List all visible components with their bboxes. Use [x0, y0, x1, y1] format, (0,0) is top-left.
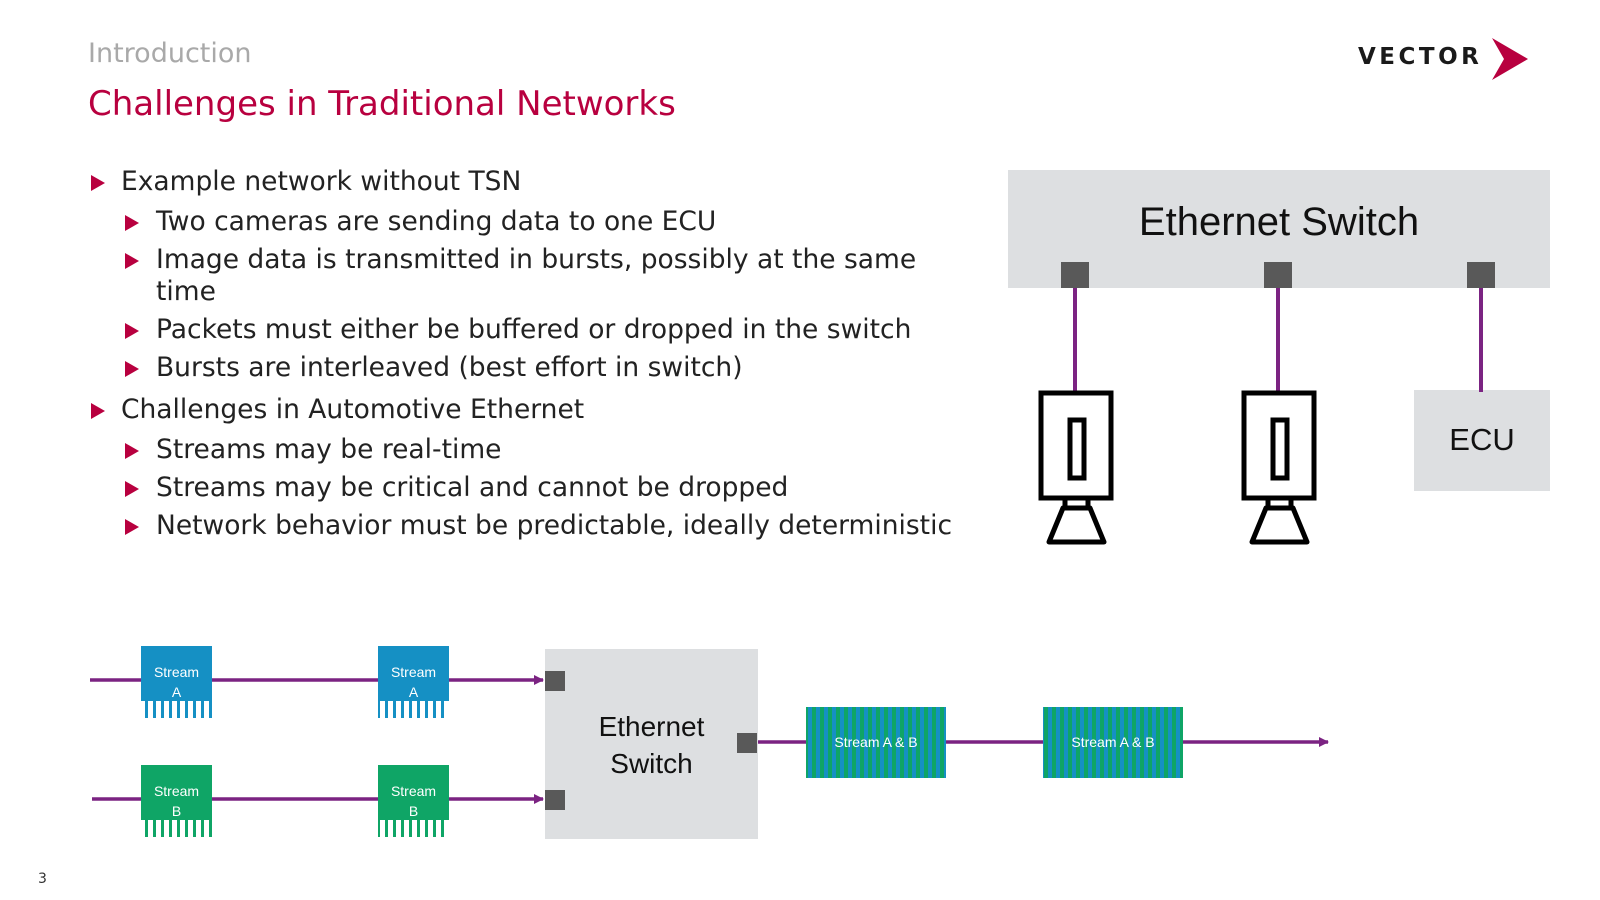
bullet-arrow-icon	[125, 323, 139, 339]
stream-b-label-1: Stream B	[153, 783, 200, 819]
bullet-list: Example network without TSN Two cameras …	[88, 166, 968, 548]
bullet-text: Image data is transmitted in bursts, pos…	[156, 244, 917, 307]
stream-b-packet-2-fringe	[378, 820, 449, 837]
bullet-arrow-icon	[125, 443, 139, 459]
sub-bullet-item: Streams may be real-time	[88, 434, 968, 466]
merged-packet-1	[806, 707, 946, 778]
bullet-arrow-icon	[125, 253, 139, 269]
stream-a-packet-1	[141, 646, 212, 701]
ethernet-switch-bottom	[545, 649, 758, 839]
ecu-box	[1414, 390, 1550, 491]
sub-bullet-item: Bursts are interleaved (best effort in s…	[88, 352, 968, 384]
logo-text: VECTOR	[1358, 44, 1483, 70]
sub-bullet-item: Two cameras are sending data to one ECU	[88, 206, 968, 238]
stream-a-packet-1-fringe	[141, 701, 212, 718]
ecu-label: ECU	[1449, 422, 1515, 457]
page-number: 3	[38, 871, 47, 887]
switch-input-port-a	[545, 671, 565, 691]
stream-b-packet-2	[378, 765, 449, 820]
switch-input-port-b	[545, 790, 565, 810]
bullet-text: Example network without TSN	[121, 166, 522, 197]
bullet-arrow-icon	[125, 481, 139, 497]
bullet-arrow-icon	[125, 361, 139, 377]
switch-label-line1: Ethernet	[598, 711, 705, 742]
bullet-item: Example network without TSN	[88, 166, 968, 198]
switch-port-1	[1061, 262, 1089, 288]
camera-2-icon	[1241, 390, 1317, 545]
stream-a-label-2: Stream A	[390, 664, 437, 700]
bullet-text: Two cameras are sending data to one ECU	[156, 206, 717, 237]
sub-bullet-item: Streams may be critical and cannot be dr…	[88, 472, 968, 504]
switch-port-3	[1467, 262, 1495, 288]
switch-label-line2: Switch	[610, 748, 693, 779]
camera-1-icon	[1038, 390, 1114, 545]
stream-b-packet-1	[141, 765, 212, 820]
bullet-text: Network behavior must be predictable, id…	[156, 510, 953, 541]
sub-bullet-item: Network behavior must be predictable, id…	[88, 510, 968, 542]
stream-a-label-1: Stream A	[153, 664, 200, 700]
bullet-arrow-icon	[125, 519, 139, 535]
bullet-text: Streams may be real-time	[156, 434, 502, 465]
sub-bullet-item: Packets must either be buffered or dropp…	[88, 314, 968, 346]
merged-packet-2	[1043, 707, 1183, 778]
stream-b-packet-1-fringe	[141, 820, 212, 837]
bullet-arrow-icon	[91, 403, 105, 419]
sub-bullet-item: Image data is transmitted in bursts, pos…	[88, 244, 968, 308]
stream-a-packet-2-fringe	[378, 701, 449, 718]
logo-chevron-icon	[1492, 38, 1528, 80]
switch-output-port	[737, 733, 757, 753]
merged-label-1: Stream A & B	[834, 734, 918, 750]
bullet-text: Streams may be critical and cannot be dr…	[156, 472, 789, 503]
slide-title: Challenges in Traditional Networks	[88, 84, 676, 124]
vector-logo: VECTOR	[1358, 36, 1538, 82]
bullet-arrow-icon	[91, 175, 105, 191]
ethernet-switch-top-label: Ethernet Switch	[1138, 200, 1420, 244]
bullet-text: Bursts are interleaved (best effort in s…	[156, 352, 743, 383]
stream-a-packet-2	[378, 646, 449, 701]
bullet-text: Packets must either be buffered or dropp…	[156, 314, 912, 345]
bullet-arrow-icon	[125, 215, 139, 231]
stream-b-label-2: Stream B	[390, 783, 437, 819]
merged-label-2: Stream A & B	[1071, 734, 1155, 750]
bullet-item: Challenges in Automotive Ethernet	[88, 394, 968, 426]
ethernet-switch-bottom-label: Ethernet Switch	[545, 708, 758, 782]
section-label: Introduction	[88, 38, 252, 69]
bullet-text: Challenges in Automotive Ethernet	[121, 394, 585, 425]
switch-port-2	[1264, 262, 1292, 288]
